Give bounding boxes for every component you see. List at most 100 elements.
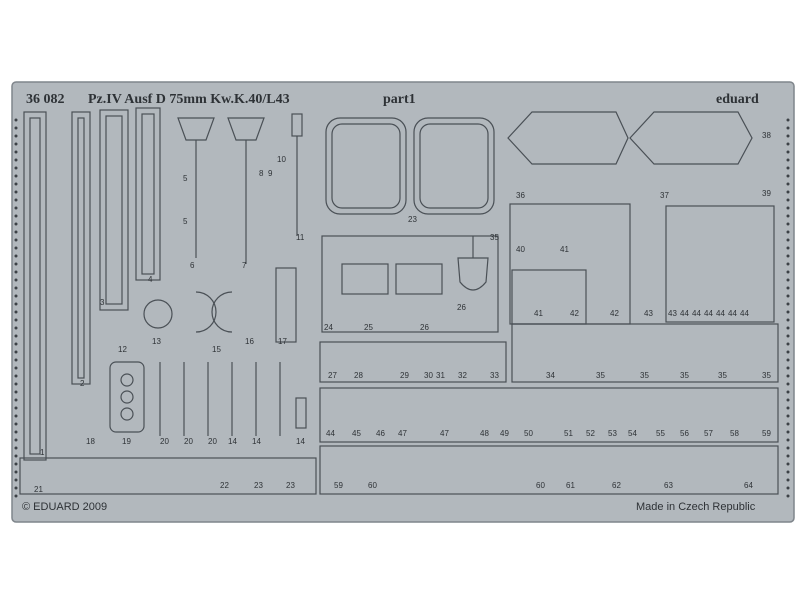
fret-edge-dots — [14, 118, 790, 498]
part-number-label: 63 — [664, 481, 673, 490]
edge-dot — [786, 350, 790, 354]
edge-dot — [786, 158, 790, 162]
edge-dot — [786, 326, 790, 330]
edge-dot — [14, 278, 18, 282]
edge-dot — [14, 374, 18, 378]
part-number-label: 35 — [680, 371, 689, 380]
part-number-label: 4 — [148, 275, 153, 284]
edge-dot — [14, 438, 18, 442]
edge-dot — [786, 454, 790, 458]
part-number-label: 24 — [324, 323, 333, 332]
edge-dot — [14, 142, 18, 146]
edge-dot — [14, 342, 18, 346]
part-number-label: 50 — [524, 429, 533, 438]
part-number-label: 17 — [278, 337, 287, 346]
part-number-label: 34 — [546, 371, 555, 380]
edge-dot — [14, 382, 18, 386]
edge-dot — [786, 230, 790, 234]
edge-dot — [786, 174, 790, 178]
part-number-label: 2 — [80, 379, 85, 388]
edge-dot — [786, 294, 790, 298]
edge-dot — [14, 478, 18, 482]
edge-dot — [786, 446, 790, 450]
part-number-label: 58 — [730, 429, 739, 438]
part-number-label: 44 — [716, 309, 725, 318]
part-number-label: 59 — [762, 429, 771, 438]
edge-dot — [786, 462, 790, 466]
part-number-label: 19 — [122, 437, 131, 446]
edge-dot — [786, 422, 790, 426]
part-number-label: 35 — [762, 371, 771, 380]
edge-dot — [14, 350, 18, 354]
edge-dot — [14, 310, 18, 314]
edge-dot — [14, 230, 18, 234]
edge-dot — [786, 142, 790, 146]
part-number-label: 48 — [480, 429, 489, 438]
part-number-label: 49 — [500, 429, 509, 438]
edge-dot — [786, 254, 790, 258]
part-number-label: 57 — [704, 429, 713, 438]
part-number-label: 47 — [398, 429, 407, 438]
part-number-label: 35 — [718, 371, 727, 380]
part-number-label: 1 — [40, 448, 45, 457]
edge-dot — [786, 270, 790, 274]
part-number-label: 11 — [296, 233, 305, 242]
part-number-label: 9 — [268, 169, 273, 178]
edge-dot — [14, 158, 18, 162]
edge-dot — [786, 478, 790, 482]
part-number-label: 44 — [692, 309, 701, 318]
part-number-label: 26 — [457, 303, 466, 312]
edge-dot — [14, 494, 18, 498]
part-number-label: 18 — [86, 437, 95, 446]
edge-dot — [14, 414, 18, 418]
part-number-label: 27 — [328, 371, 337, 380]
edge-dot — [786, 134, 790, 138]
part-number-label: 60 — [368, 481, 377, 490]
fret-title: Pz.IV Ausf D 75mm Kw.K.40/L43 — [88, 92, 290, 107]
edge-dot — [786, 150, 790, 154]
edge-dot — [786, 310, 790, 314]
part-number-label: 26 — [420, 323, 429, 332]
part-number-label: 15 — [212, 345, 221, 354]
edge-dot — [14, 334, 18, 338]
part-number-label: 31 — [436, 371, 445, 380]
part-number-label: 14 — [252, 437, 261, 446]
part-number-label: 29 — [400, 371, 409, 380]
part-number-label: 55 — [656, 429, 665, 438]
part-number-label: 56 — [680, 429, 689, 438]
part-number-label: 40 — [516, 245, 525, 254]
part-number-label: 60 — [536, 481, 545, 490]
edge-dot — [786, 494, 790, 498]
edge-dot — [14, 166, 18, 170]
part-number-label: 12 — [118, 345, 127, 354]
edge-dot — [14, 238, 18, 242]
fret-code: 36 082 — [26, 92, 65, 107]
edge-dot — [14, 470, 18, 474]
edge-dot — [786, 414, 790, 418]
part-number-label: 42 — [570, 309, 579, 318]
part-number-label: 28 — [354, 371, 363, 380]
edge-dot — [786, 398, 790, 402]
part-number-label: 54 — [628, 429, 637, 438]
part-number-label: 21 — [34, 485, 43, 494]
edge-dot — [14, 398, 18, 402]
edge-dot — [786, 286, 790, 290]
part-number-label: 35 — [490, 233, 499, 242]
edge-dot — [14, 150, 18, 154]
part-number-label: 37 — [660, 191, 669, 200]
part-number-label: 20 — [208, 437, 217, 446]
fret-plate — [11, 81, 795, 523]
part-number-label: 20 — [160, 437, 169, 446]
part-number-label: 42 — [610, 309, 619, 318]
edge-dot — [14, 134, 18, 138]
edge-dot — [786, 374, 790, 378]
part-number-label: 32 — [458, 371, 467, 380]
edge-dot — [14, 430, 18, 434]
edge-dot — [786, 262, 790, 266]
edge-dot — [14, 190, 18, 194]
part-number-label: 46 — [376, 429, 385, 438]
edge-dot — [14, 486, 18, 490]
part-number-label: 61 — [566, 481, 575, 490]
part-number-label: 39 — [762, 189, 771, 198]
